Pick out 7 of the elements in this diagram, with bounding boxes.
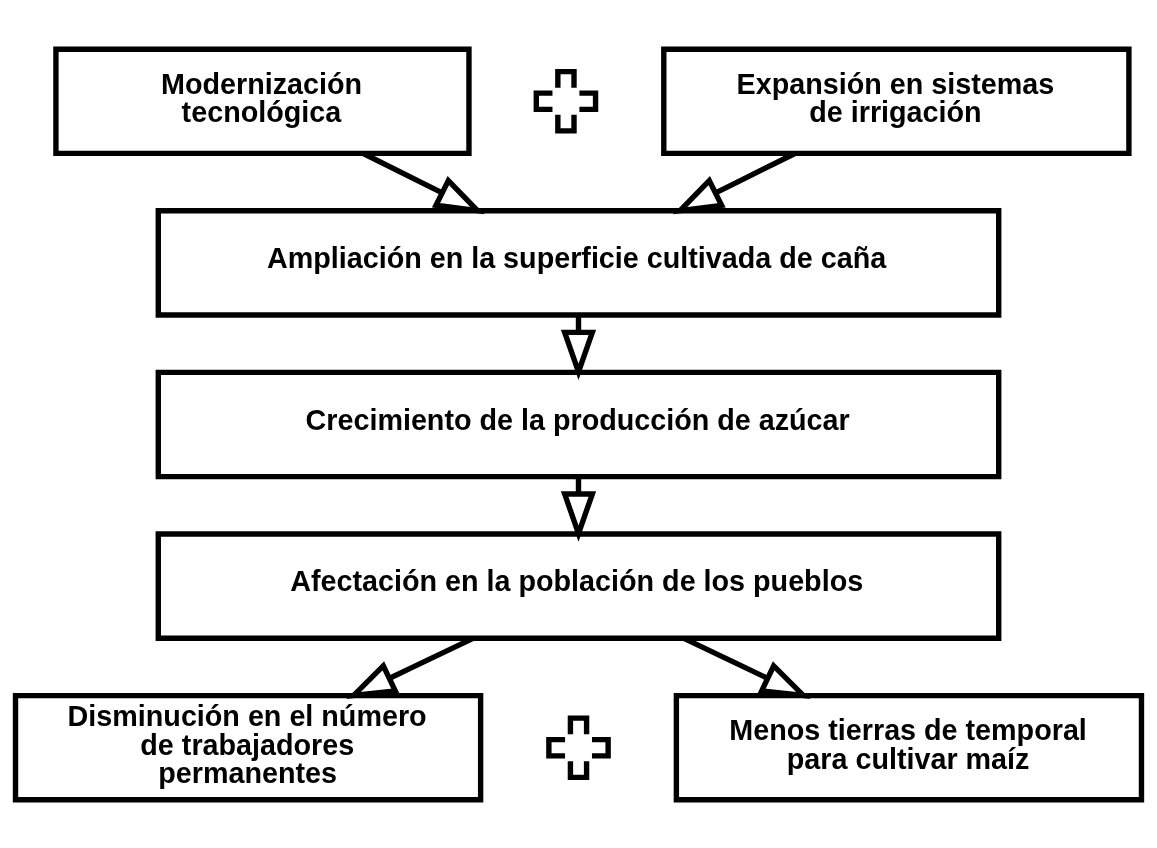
node-box: Disminución en el número de trabajadores permanentes xyxy=(12,692,484,802)
node-box: Afectación en la población de los pueblos xyxy=(155,530,1002,641)
node-box: Modernización tecnológica xyxy=(53,46,472,156)
node-box: Menos tierras de temporal para cultivar maíz xyxy=(673,692,1145,802)
node-box: Crecimiento de la producción de azúcar xyxy=(155,369,1002,479)
node-box: Ampliación en la superficie cultivada de caña xyxy=(155,207,1002,318)
node-box: Expansión en sistemas de irrigación xyxy=(661,46,1132,156)
